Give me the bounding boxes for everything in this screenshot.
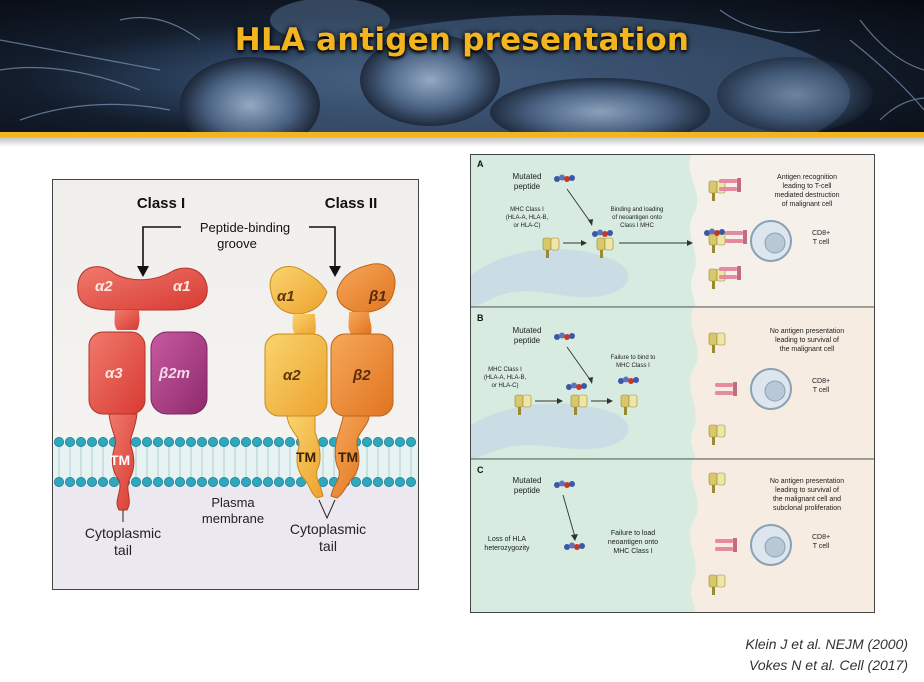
panel-a-outcome-4: of malignant cell <box>782 201 833 208</box>
panel-b-step-2: MHC Class I <box>616 363 650 369</box>
slide-title: HLA antigen presentation <box>234 22 690 58</box>
panel-a-letter: A <box>477 159 484 169</box>
panel-c-peptide-2: peptide <box>514 486 541 495</box>
panel-c-step-2: neoantigen onto <box>608 539 658 546</box>
membrane-label-2: membrane <box>202 511 264 526</box>
panel-a-tcell-1: CD8+ <box>812 230 830 237</box>
panel-c-tcell-1: CD8+ <box>812 534 830 541</box>
panel-c-outcome-3: the malignant cell and <box>773 496 841 503</box>
citation-vokes: Vokes N et al. Cell (2017) <box>749 657 908 673</box>
domain-b2m-c1: β2m <box>158 365 190 382</box>
domain-tm-c1: TM <box>110 452 130 468</box>
panel-b-letter: B <box>477 313 484 323</box>
panel-a-step-3: Class I MHC <box>620 223 654 229</box>
domain-tm-c2a: TM <box>296 449 316 465</box>
panel-c-mhc-2: heterozygozity <box>484 545 530 552</box>
panel-a <box>471 155 874 307</box>
panel-c <box>471 460 874 612</box>
antigen-presentation-figure: A Mutated peptide MHC Class I (HLA-A, HL… <box>470 154 875 613</box>
panel-c-outcome-4: subclonal proliferation <box>773 505 841 512</box>
panel-c-tcell-2: T cell <box>813 543 830 550</box>
panel-c-mhc-1: Loss of HLA <box>488 536 526 543</box>
panel-c-letter: C <box>477 465 484 475</box>
panel-a-peptide-1: Mutated <box>513 172 542 181</box>
panel-a-mhc-1: MHC Class I <box>510 207 544 213</box>
panel-c-peptide-1: Mutated <box>513 476 542 485</box>
class1-label: Class I <box>137 195 185 212</box>
domain-tm-c2b: TM <box>338 449 358 465</box>
panel-a-mhc-2: (HLA-A, HLA-B, <box>506 215 549 221</box>
panel-a-step-1: Binding and loading <box>611 207 664 213</box>
tail2-label-2: tail <box>319 538 337 554</box>
hla-structure-svg: Class I Class II Peptide-binding groove … <box>53 180 418 589</box>
panel-a-tcell-2: T cell <box>813 239 830 246</box>
tail2-label-1: Cytoplasmic <box>290 521 366 537</box>
antigen-panels-svg: A Mutated peptide MHC Class I (HLA-A, HL… <box>471 155 874 612</box>
panel-b-tcell-2: T cell <box>813 387 830 394</box>
panel-b-tcell-1: CD8+ <box>812 378 830 385</box>
panel-b-outcome-2: leading to survival of <box>775 337 839 344</box>
cell-micrograph-background <box>0 0 924 132</box>
panel-a-step-2: of neoantigen onto <box>612 215 662 221</box>
domain-alpha2-c1: α2 <box>95 278 113 295</box>
panel-b-outcome-1: No antigen presentation <box>770 328 844 335</box>
panel-a-mhc-3: or HLA-C) <box>513 223 540 229</box>
groove-arrow-head-2 <box>329 266 341 277</box>
domain-beta1-c2: β1 <box>368 288 387 305</box>
domain-alpha3-c1: α3 <box>105 365 123 382</box>
groove-label-1: Peptide-binding <box>200 220 290 235</box>
lipid-bilayer <box>53 436 418 488</box>
citation-klein: Klein J et al. NEJM (2000) <box>745 636 908 652</box>
title-underline <box>0 132 924 137</box>
tail1-label-2: tail <box>114 542 132 558</box>
panel-a-peptide-2: peptide <box>514 182 541 191</box>
panel-b-mhc-3: or HLA-C) <box>491 383 518 389</box>
panel-a-outcome-2: leading to T-cell <box>783 183 832 190</box>
panel-c-outcome-1: No antigen presentation <box>770 478 844 485</box>
tail1-label-1: Cytoplasmic <box>85 525 161 541</box>
domain-alpha2-c2: α2 <box>283 367 301 384</box>
tail2-pointer <box>318 499 336 520</box>
panel-b-outcome-3: the malignant cell <box>780 346 835 353</box>
class1-molecule <box>77 266 208 511</box>
domain-alpha1-c2: α1 <box>277 288 295 305</box>
shadow-band <box>0 137 924 147</box>
header-banner: HLA antigen presentation <box>0 0 924 132</box>
groove-label-2: groove <box>217 236 257 251</box>
groove-arrow-head-1 <box>137 266 149 277</box>
panel-a-outcome-1: Antigen recognition <box>777 174 837 181</box>
panel-b <box>471 308 874 459</box>
domain-alpha1-c1: α1 <box>173 278 191 295</box>
panel-c-step-3: MHC Class I <box>613 548 652 555</box>
panel-b-peptide-1: Mutated <box>513 326 542 335</box>
domain-beta2-c2: β2 <box>352 367 371 384</box>
panel-b-peptide-2: peptide <box>514 336 541 345</box>
panel-b-step-1: Failure to bind to <box>611 355 656 361</box>
panel-c-outcome-2: leading to survival of <box>775 487 839 494</box>
class2-label: Class II <box>325 195 378 212</box>
groove-arrows <box>142 226 336 268</box>
hla-structure-figure: Class I Class II Peptide-binding groove … <box>52 179 419 590</box>
panel-a-outcome-3: mediated destruction <box>775 192 840 199</box>
panel-b-mhc-2: (HLA-A, HLA-B, <box>484 375 527 381</box>
membrane-label-1: Plasma <box>211 495 255 510</box>
panel-c-step-1: Failure to load <box>611 530 655 537</box>
panel-b-mhc-1: MHC Class I <box>488 367 522 373</box>
class2-molecule <box>264 263 396 499</box>
